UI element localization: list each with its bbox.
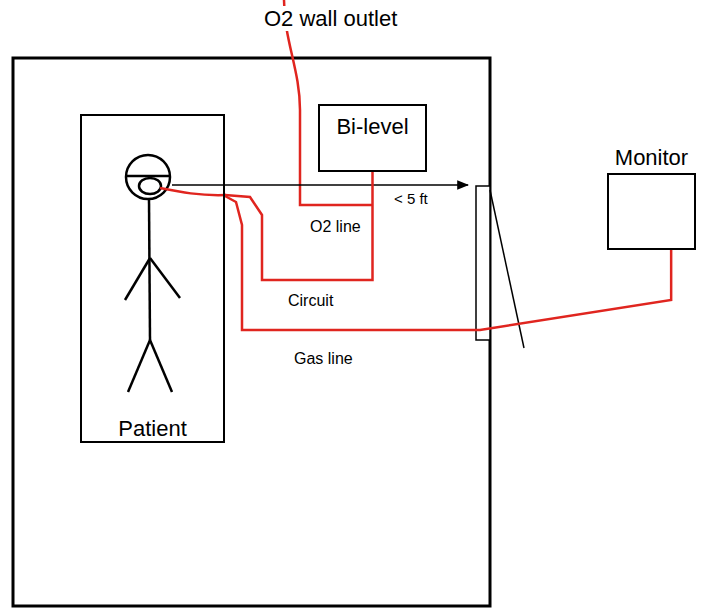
room-wall [13, 58, 490, 606]
distance-label: < 5 ft [392, 190, 430, 207]
edge-label: Gas line [292, 350, 355, 368]
monitor-box: Monitor [607, 173, 696, 250]
node-text: Monitor [609, 145, 694, 170]
mask-tube [160, 188, 226, 195]
bilevel-box: Bi-level [318, 104, 427, 172]
node-text: Patient [82, 416, 223, 441]
o2-line-label: O2 line [308, 218, 363, 236]
tube-connector [225, 172, 373, 280]
door-frame [476, 186, 490, 340]
patient-bed: Patient [80, 114, 225, 443]
distance-arrow [172, 184, 468, 186]
tube-connector [225, 196, 671, 330]
outlet-label: O2 wall outlet [262, 6, 399, 31]
node-text: Bi-level [320, 114, 425, 139]
edge-label: Circuit [286, 292, 335, 310]
